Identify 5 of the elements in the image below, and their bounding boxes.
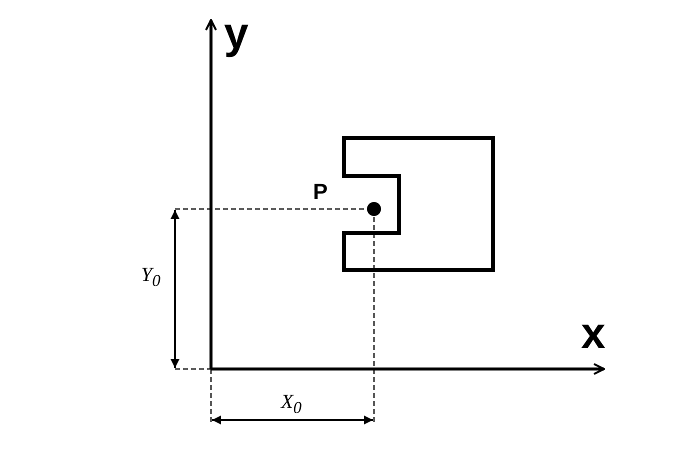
dimension-label: X$_{0}$ — [281, 392, 302, 417]
axis-label: y — [224, 12, 248, 56]
dimension-label: Y$_{0}$ — [141, 265, 160, 290]
axis-label: x — [581, 312, 606, 356]
point-label: P — [313, 181, 328, 203]
